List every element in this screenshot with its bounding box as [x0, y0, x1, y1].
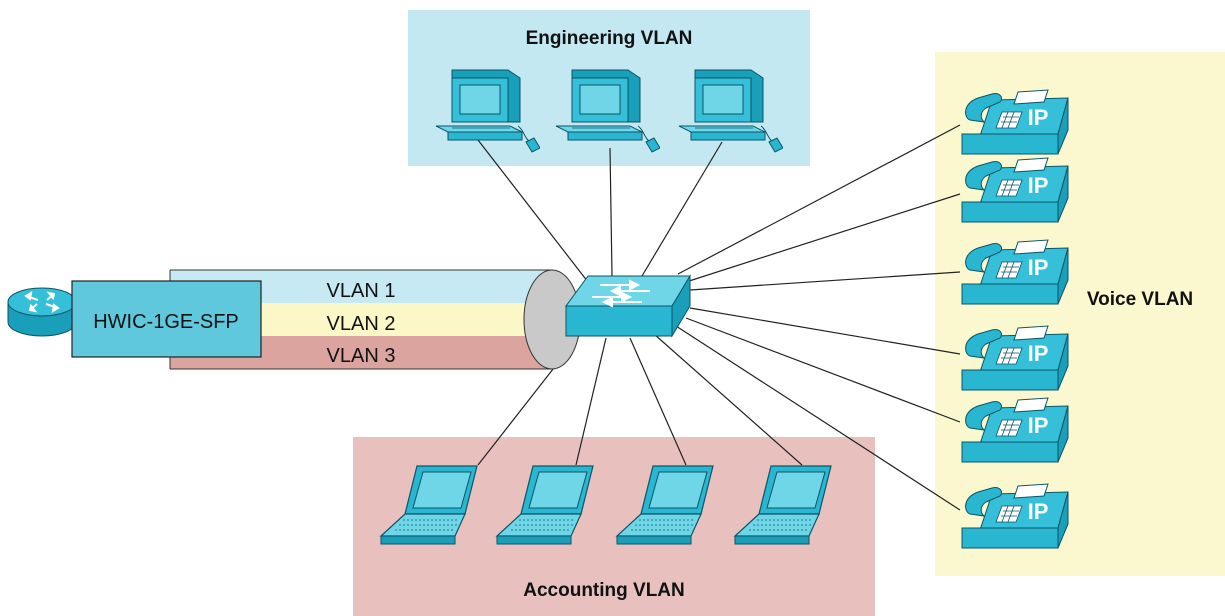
link-laptop-4 [653, 333, 803, 466]
link-laptop-2 [575, 337, 607, 466]
vlan-3-label: VLAN 3 [327, 345, 396, 367]
link-phone-2 [685, 193, 961, 283]
link-phone-3 [689, 271, 961, 291]
ip-phone-icon: IP [961, 239, 1069, 305]
engineering-vlan-label: Engineering VLAN [526, 28, 693, 49]
link-workstation-2 [609, 147, 613, 277]
hwic-module-label: HWIC-1GE-SFP [93, 311, 239, 333]
phone-badge: IP [1028, 413, 1049, 438]
ip-phones: IP IP IP IP IP IP [961, 89, 1069, 549]
link-phone-1 [677, 124, 961, 275]
link-phone-5 [685, 317, 961, 423]
ip-phone-icon: IP [961, 483, 1069, 549]
phone-badge: IP [1028, 499, 1049, 524]
phone-badge: IP [1028, 173, 1049, 198]
accounting-vlan-label: Accounting VLAN [523, 580, 685, 601]
phone-badge: IP [1028, 341, 1049, 366]
ip-phone-icon: IP [961, 325, 1069, 391]
voice-vlan-label: Voice VLAN [1087, 289, 1193, 310]
phone-badge: IP [1028, 105, 1049, 130]
link-workstation-1 [477, 139, 589, 283]
link-phone-6 [675, 325, 961, 511]
switch-icon [565, 274, 691, 338]
ip-phone-icon: IP [961, 397, 1069, 463]
vlan-1-label: VLAN 1 [327, 280, 396, 302]
ip-phone-icon: IP [961, 89, 1069, 155]
hwic-module [71, 280, 262, 358]
link-laptop-3 [629, 337, 687, 466]
phone-badge: IP [1028, 255, 1049, 280]
link-workstation-3 [641, 141, 723, 277]
vlan-2-label: VLAN 2 [327, 313, 396, 335]
link-phone-4 [689, 307, 961, 355]
ip-phone-icon: IP [961, 157, 1069, 223]
router-icon [7, 287, 77, 337]
links [477, 124, 961, 511]
